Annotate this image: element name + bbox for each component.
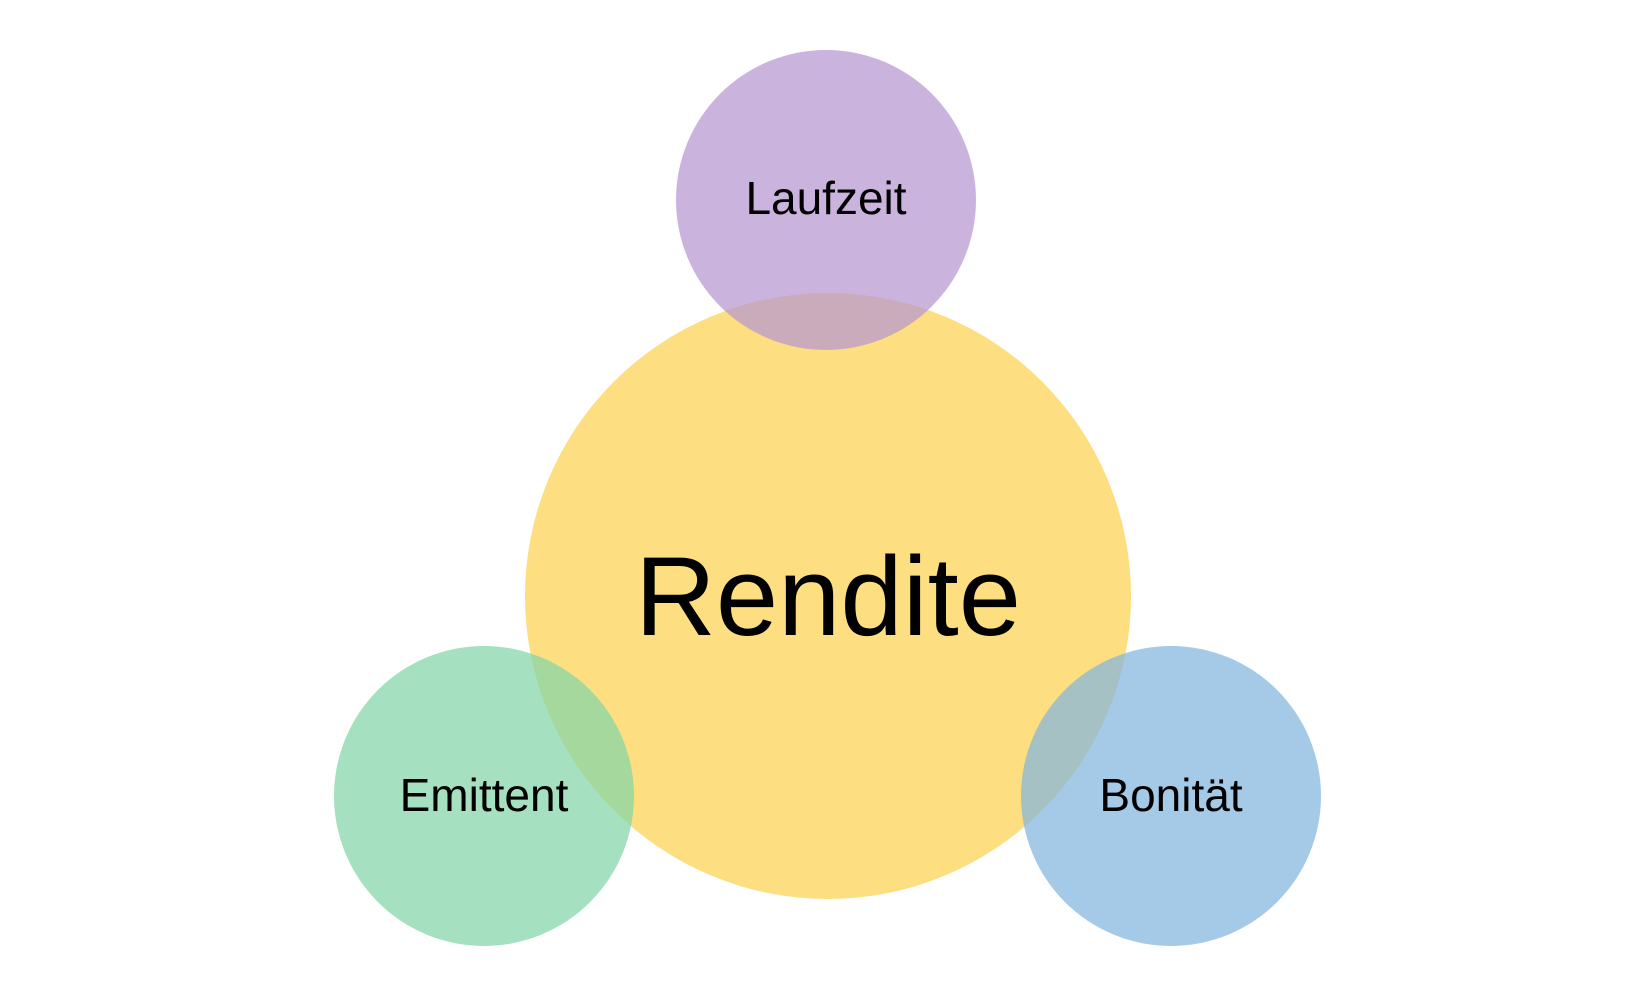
rendite-circle (525, 293, 1131, 899)
laufzeit-circle (676, 50, 976, 350)
bonitaet-circle (1021, 646, 1321, 946)
emittent-label: Emittent (400, 769, 569, 821)
bonitaet-label: Bonität (1099, 769, 1242, 821)
laufzeit-label: Laufzeit (745, 172, 906, 224)
rendite-label: Rendite (635, 534, 1021, 659)
emittent-circle (334, 646, 634, 946)
